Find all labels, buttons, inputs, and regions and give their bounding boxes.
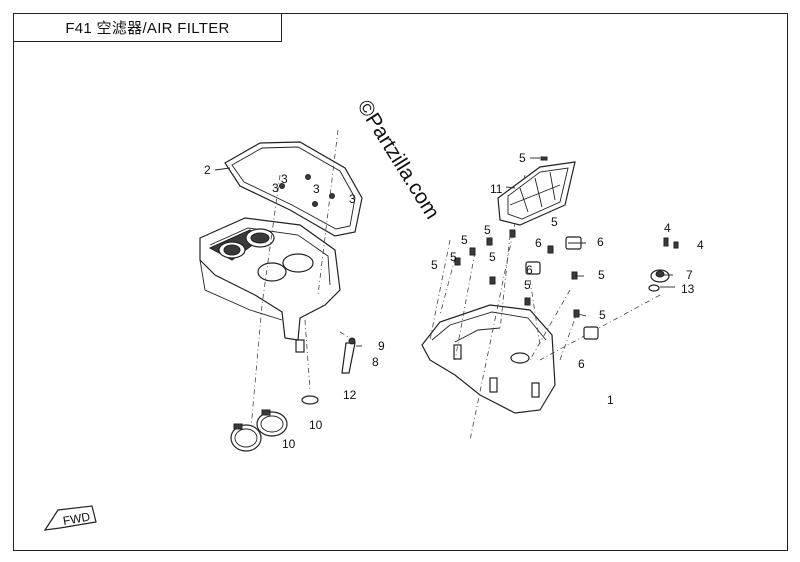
callout-9: 9 <box>378 339 385 353</box>
diagram-frame <box>13 13 788 551</box>
callout-10: 10 <box>309 418 323 432</box>
callout-5: 5 <box>450 250 457 264</box>
callout-7: 7 <box>686 268 693 282</box>
air-box-cover-part-1 <box>421 304 556 414</box>
callout-12: 12 <box>343 388 357 402</box>
callout-13: 13 <box>681 282 695 296</box>
callout-4: 4 <box>664 221 671 235</box>
callout-11: 11 <box>490 182 503 196</box>
fwd-label: FWD <box>62 510 92 529</box>
forward-arrow-icon: FWD <box>43 505 97 531</box>
callout-1: 1 <box>607 393 614 407</box>
drain-tube-part-8 <box>341 337 356 374</box>
callout-3: 3 <box>313 182 320 196</box>
sensor-assembly-part-7 <box>648 237 679 292</box>
page-title: F41 空滤器/AIR FILTER <box>13 13 282 42</box>
callout-8: 8 <box>372 355 379 369</box>
filter-element-part-11 <box>497 161 576 226</box>
callout-5: 5 <box>524 278 531 292</box>
callout-10: 10 <box>282 437 296 451</box>
callout-5: 5 <box>461 233 468 247</box>
callout-5: 5 <box>519 151 526 165</box>
clip-part-12 <box>301 395 319 405</box>
screw-part-5 <box>454 156 580 318</box>
callout-5: 5 <box>599 308 606 322</box>
callout-6: 6 <box>597 235 604 249</box>
callout-3: 3 <box>349 192 356 206</box>
callout-2: 2 <box>204 163 211 177</box>
callout-5: 5 <box>484 223 491 237</box>
callout-5: 5 <box>598 268 605 282</box>
callout-6: 6 <box>535 236 542 250</box>
callout-5: 5 <box>489 250 496 264</box>
callout-5: 5 <box>431 258 438 272</box>
callout-3: 3 <box>281 172 288 186</box>
callout-4: 4 <box>697 238 704 252</box>
hose-clamp-part-10 <box>230 409 288 452</box>
callout-6: 6 <box>526 263 533 277</box>
filter-cover-part-2 <box>224 141 363 237</box>
callout-5: 5 <box>551 215 558 229</box>
callout-3: 3 <box>272 181 279 195</box>
callout-6: 6 <box>578 357 585 371</box>
air-filter-housing <box>199 217 341 353</box>
